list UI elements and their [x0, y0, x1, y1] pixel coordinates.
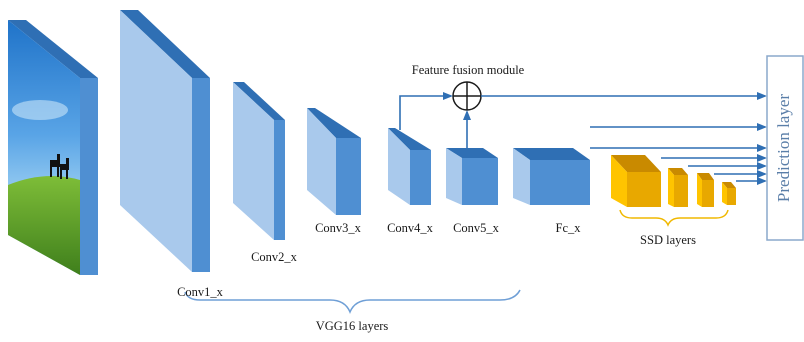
conv2-label: Conv2_x — [251, 250, 298, 264]
prediction-layer: Prediction layer — [766, 55, 804, 241]
vgg16-brace — [184, 289, 521, 314]
ssd-block-4 — [722, 182, 736, 205]
conv1-block — [120, 10, 210, 272]
input-image-side — [80, 78, 98, 275]
conv2-block — [233, 82, 285, 240]
vgg16-layers-label: VGG16 layers — [316, 319, 389, 333]
connection-arrows — [399, 92, 767, 185]
ssd-block-2 — [668, 168, 688, 207]
ssd-brace — [619, 209, 729, 227]
fc-block — [513, 148, 590, 205]
prediction-layer-label: Prediction layer — [774, 94, 793, 202]
conv3-label: Conv3_x — [315, 221, 362, 235]
prediction-layer-box — [766, 55, 804, 241]
ssd-block-1 — [611, 155, 661, 207]
conv3-block — [307, 108, 361, 215]
fc-label: Fc_x — [556, 221, 582, 235]
feature-fusion-label: Feature fusion module — [412, 63, 525, 77]
ssd-layers-label: SSD layers — [640, 233, 696, 247]
ssd-block-3 — [697, 173, 714, 207]
arrow-conv4-to-fusion — [399, 92, 453, 130]
conv4-block — [388, 128, 431, 205]
feature-fusion-module — [452, 81, 482, 111]
conv1-label: Conv1_x — [177, 285, 224, 299]
conv5-block — [446, 148, 498, 205]
conv4-label: Conv4_x — [387, 221, 434, 235]
input-image-top — [8, 20, 98, 78]
conv5-label: Conv5_x — [453, 221, 500, 235]
input-image — [8, 20, 98, 275]
